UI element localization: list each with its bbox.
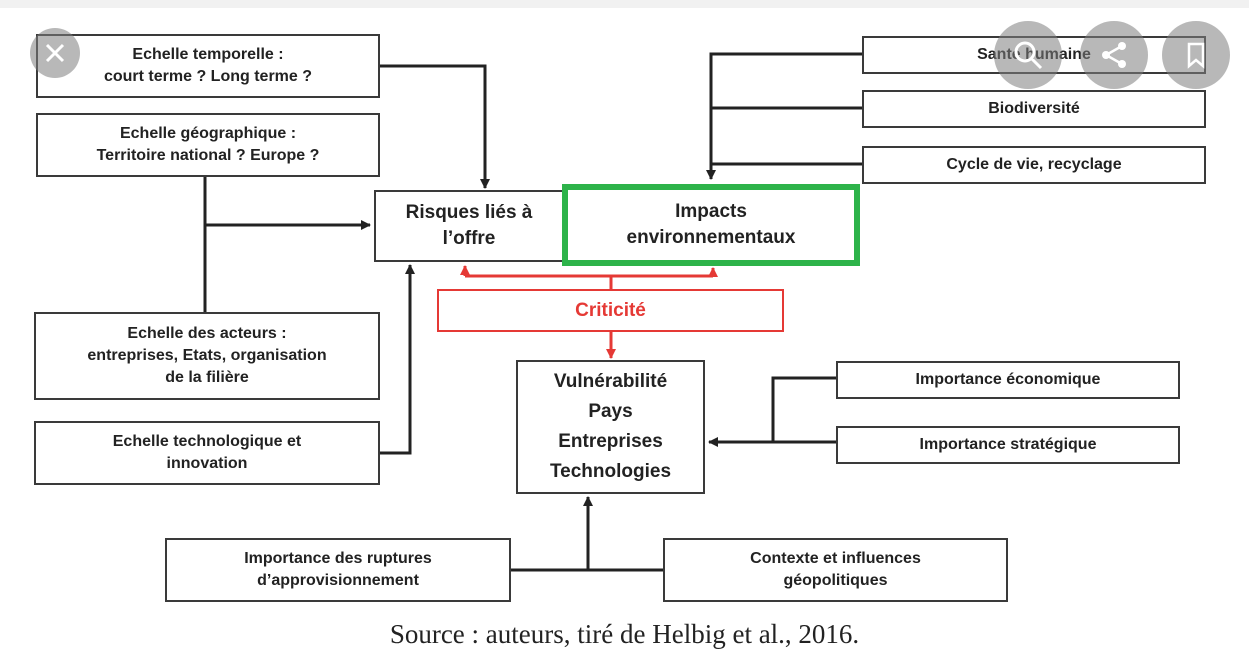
box-risques-offre: Risques liés à l’offre (374, 190, 564, 262)
box-impacts-environnementaux: Impacts environnementaux (562, 184, 860, 266)
bookmark-icon (1187, 42, 1205, 69)
share-button[interactable] (1080, 21, 1148, 89)
box-echelle-technologique: Echelle technologique et innovation (34, 421, 380, 485)
box-echelle-temporelle: Echelle temporelle : court terme ? Long … (36, 34, 380, 98)
box-importance-ruptures: Importance des ruptures d’approvisionnem… (165, 538, 511, 602)
box-cycle-de-vie: Cycle de vie, recyclage (862, 146, 1206, 184)
box-vulnerabilite: Vulnérabilité Pays Entreprises Technolog… (516, 360, 705, 494)
box-importance-strategique: Importance stratégique (836, 426, 1180, 464)
bookmark-button[interactable] (1162, 21, 1230, 89)
search-button[interactable] (994, 21, 1062, 89)
box-echelle-geographique: Echelle géographique : Territoire nation… (36, 113, 380, 177)
close-button[interactable] (30, 28, 80, 78)
box-criticite: Criticité (437, 289, 784, 332)
box-contexte-geopolitique: Contexte et influences géopolitiques (663, 538, 1008, 602)
close-icon (45, 43, 65, 63)
share-icon (1102, 42, 1126, 68)
box-echelle-acteurs: Echelle des acteurs : entreprises, Etats… (34, 312, 380, 400)
search-icon (1014, 41, 1043, 70)
top-strip (0, 0, 1249, 8)
box-importance-economique: Importance économique (836, 361, 1180, 399)
box-biodiversite: Biodiversité (862, 90, 1206, 128)
source-caption: Source : auteurs, tiré de Helbig et al.,… (389, 619, 860, 649)
